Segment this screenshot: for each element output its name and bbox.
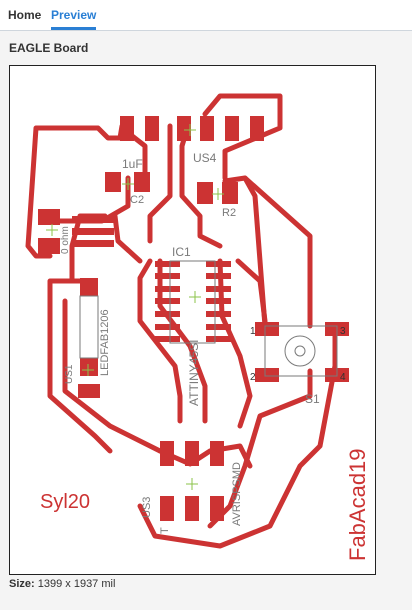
us4-pad xyxy=(177,116,191,141)
ohm-pad xyxy=(38,238,60,254)
ic1-pad xyxy=(206,286,231,292)
ic1-pad xyxy=(155,311,180,317)
traces xyxy=(25,93,338,549)
ic1-pad xyxy=(155,261,180,267)
board-preview: 1uF C2 US4 R2 0 ohm IC1 ATTINY45SI LEDFA… xyxy=(9,65,376,575)
avr-pad xyxy=(210,496,224,521)
s1-pin-1: 1 xyxy=(250,326,256,337)
c2-pad xyxy=(134,172,150,192)
avr-pad xyxy=(185,496,199,521)
tab-bar: Home Preview xyxy=(0,0,412,31)
avr-pad xyxy=(160,496,174,521)
led-label: LEDFAB1206 xyxy=(99,309,111,376)
s1-label: S1 xyxy=(305,392,320,406)
c2-value-label: 1uF xyxy=(122,157,143,171)
r2-pad xyxy=(222,182,238,204)
s1-pad xyxy=(255,368,279,382)
ohm-label: 0 ohm xyxy=(60,226,71,254)
avr-pad xyxy=(160,441,174,466)
led-outline xyxy=(79,295,99,359)
t-label: T xyxy=(159,527,171,534)
r2-pad xyxy=(197,182,213,204)
fab-label: FabAcad19 xyxy=(345,448,370,561)
us4-label: US4 xyxy=(193,151,217,165)
ic1-pad xyxy=(206,336,231,342)
attiny-label: ATTINY45SI xyxy=(187,340,201,406)
ohm-pad xyxy=(38,209,60,225)
conn-pad xyxy=(72,216,114,223)
us4-pad xyxy=(145,116,159,141)
led-pad xyxy=(80,278,98,296)
tab-preview[interactable]: Preview xyxy=(51,8,97,30)
conn-pad xyxy=(72,240,114,247)
size-label: Size: xyxy=(9,578,35,590)
us4-pad xyxy=(120,116,134,141)
ic1-pad xyxy=(206,298,231,304)
ic1-pad xyxy=(155,286,180,292)
ic1-pad xyxy=(206,311,231,317)
ic1-pad xyxy=(206,261,231,267)
ic1-pad xyxy=(155,298,180,304)
avr-pad xyxy=(185,441,199,466)
avr-pad xyxy=(210,441,224,466)
led-pad xyxy=(80,358,98,376)
us1-pad xyxy=(78,384,100,398)
syl-label: Syl20 xyxy=(40,491,90,513)
s1-outline xyxy=(264,325,338,377)
ic1-outline xyxy=(169,260,216,344)
ic1-pad xyxy=(206,273,231,279)
s1-button-center xyxy=(294,345,306,357)
us1-label: US1 xyxy=(64,364,75,384)
s1-pin-4: 4 xyxy=(340,372,346,383)
avr-label: AVRISPSMD xyxy=(231,462,243,526)
origins xyxy=(46,124,224,490)
c2-label: C2 xyxy=(130,194,144,206)
s1-pad xyxy=(255,322,279,336)
ic1-pad xyxy=(155,273,180,279)
tab-home[interactable]: Home xyxy=(8,8,42,22)
silkscreen xyxy=(79,260,338,377)
ic1-pad xyxy=(155,336,180,342)
ic1-pad xyxy=(206,324,231,330)
ic1-pad xyxy=(155,324,180,330)
r2-label: R2 xyxy=(222,207,236,219)
us4-pad xyxy=(225,116,239,141)
labels: 1uF C2 US4 R2 0 ohm IC1 ATTINY45SI LEDFA… xyxy=(40,151,370,561)
s1-button xyxy=(284,335,316,367)
size-value: 1399 x 1937 mil xyxy=(37,578,116,590)
pads xyxy=(38,116,349,521)
panel-title: EAGLE Board xyxy=(9,41,89,55)
s1-pin-2: 2 xyxy=(250,372,256,383)
conn-pad xyxy=(72,228,114,235)
s1-pin-3: 3 xyxy=(340,326,346,337)
us3-label: US3 xyxy=(141,497,153,518)
c2-pad xyxy=(105,172,121,192)
us4-pad xyxy=(200,116,214,141)
size-info: Size: 1399 x 1937 mil xyxy=(9,578,115,590)
pcb-drawing: 1uF C2 US4 R2 0 ohm IC1 ATTINY45SI LEDFA… xyxy=(25,93,370,561)
us4-pad xyxy=(250,116,264,141)
ic1-label: IC1 xyxy=(172,245,191,259)
